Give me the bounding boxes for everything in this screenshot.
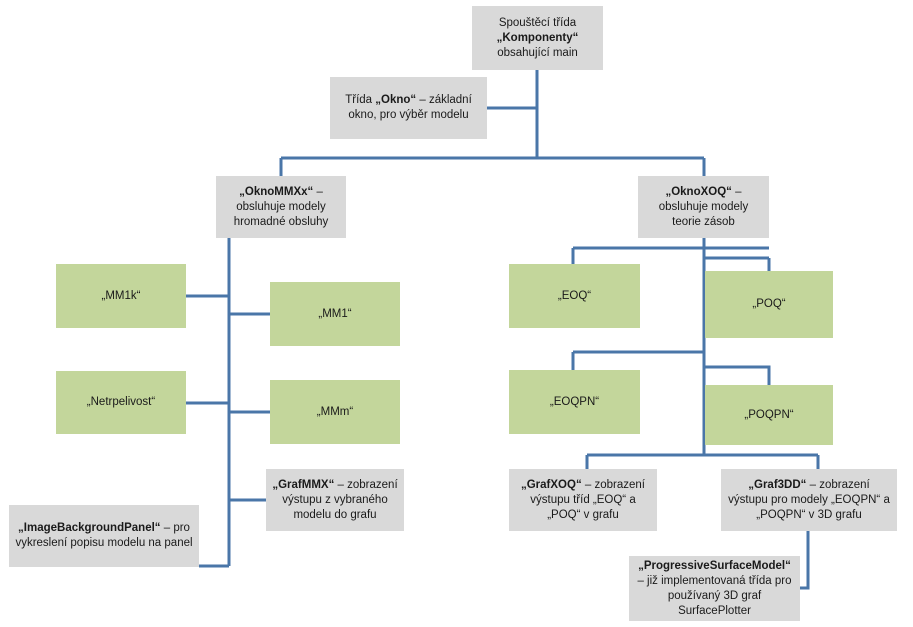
node-label: „MM1k“ xyxy=(101,289,141,302)
node-label: „Netrpelivost“ xyxy=(86,396,156,408)
node-mmm: „MMm“ xyxy=(270,380,400,444)
node-poqpn: „POQPN“ xyxy=(705,385,833,445)
node-label: „EOQ“ xyxy=(557,289,592,302)
node-oknoxoq: „OknoXOQ“ – obsluhuje modely teorie záso… xyxy=(638,176,769,238)
connector-progressive xyxy=(800,531,810,590)
node-text: – zobrazení výstupu tříd „EOQ“ a „POQ“ v… xyxy=(530,478,645,521)
node-label: „MM1“ xyxy=(318,307,352,320)
node-title: „OknoXOQ“ xyxy=(665,185,732,198)
node-poq: „POQ“ xyxy=(705,271,833,338)
node-progressive: „ProgressiveSurfaceModel“ – již implemen… xyxy=(629,556,800,621)
node-netrpelivost: „Netrpelivost“ xyxy=(56,371,186,434)
node-eoq: „EOQ“ xyxy=(509,264,640,328)
node-title: „OknoMMXx“ xyxy=(239,185,314,198)
node-okno: Třída „Okno“ – základní okno, pro výběr … xyxy=(330,77,487,139)
node-title: „ProgressiveSurfaceModel“ xyxy=(638,559,791,572)
node-text: – již implementovaná třída pro používaný… xyxy=(637,574,792,617)
node-mm1k: „MM1k“ xyxy=(56,264,186,328)
node-mm1: „MM1“ xyxy=(270,282,400,346)
node-title: „ImageBackgroundPanel“ xyxy=(18,522,161,534)
node-title: „Komponenty“ xyxy=(496,31,579,44)
node-text: Spouštěcí třída xyxy=(498,16,577,29)
node-graf3dd: „Graf3DD“ – zobrazení výstupu pro modely… xyxy=(721,469,897,531)
node-komponenty: Spouštěcí třída „Komponenty“ obsahující ma… xyxy=(472,6,603,70)
node-text: – obsluhuje modely teorie zásob xyxy=(658,185,749,228)
node-text: – základní okno, pro výběr modelu xyxy=(348,94,472,121)
node-text: – obsluhuje modely hromadné obsluhy xyxy=(233,185,329,228)
node-title: „Graf3DD“ xyxy=(748,478,807,491)
node-eoqpn: „EOQPN“ xyxy=(509,370,640,434)
node-text: Třída xyxy=(345,94,376,106)
connector-poqpn-hook xyxy=(704,365,771,385)
node-label: „POQPN“ xyxy=(744,408,794,421)
node-label: „POQ“ xyxy=(752,298,786,310)
node-imagebg: „ImageBackgroundPanel“ – pro vykreslení … xyxy=(9,505,199,567)
node-title: „GrafXOQ“ xyxy=(520,478,582,491)
node-grafxoq: „GrafXOQ“ – zobrazení výstupu tříd „EOQ“… xyxy=(509,469,657,531)
node-oknommxx: „OknoMMXx“ – obsluhuje modely hromadné o… xyxy=(216,176,346,238)
node-text: obsahující main xyxy=(497,46,578,59)
node-text: – zobrazení výstupu z vybraného modelu d… xyxy=(282,478,398,521)
node-label: „MMm“ xyxy=(316,405,354,418)
node-text: – zobrazení výstupu pro modely „EOQPN“ a… xyxy=(728,478,890,521)
node-title: „Okno“ xyxy=(375,94,417,106)
node-text: – pro vykreslení popisu modelu na panel xyxy=(15,522,193,549)
node-title: „GrafMMX“ xyxy=(272,478,335,491)
node-grafmmx: „GrafMMX“ – zobrazení výstupu z vybranéh… xyxy=(266,469,404,531)
node-label: „EOQPN“ xyxy=(549,395,600,408)
